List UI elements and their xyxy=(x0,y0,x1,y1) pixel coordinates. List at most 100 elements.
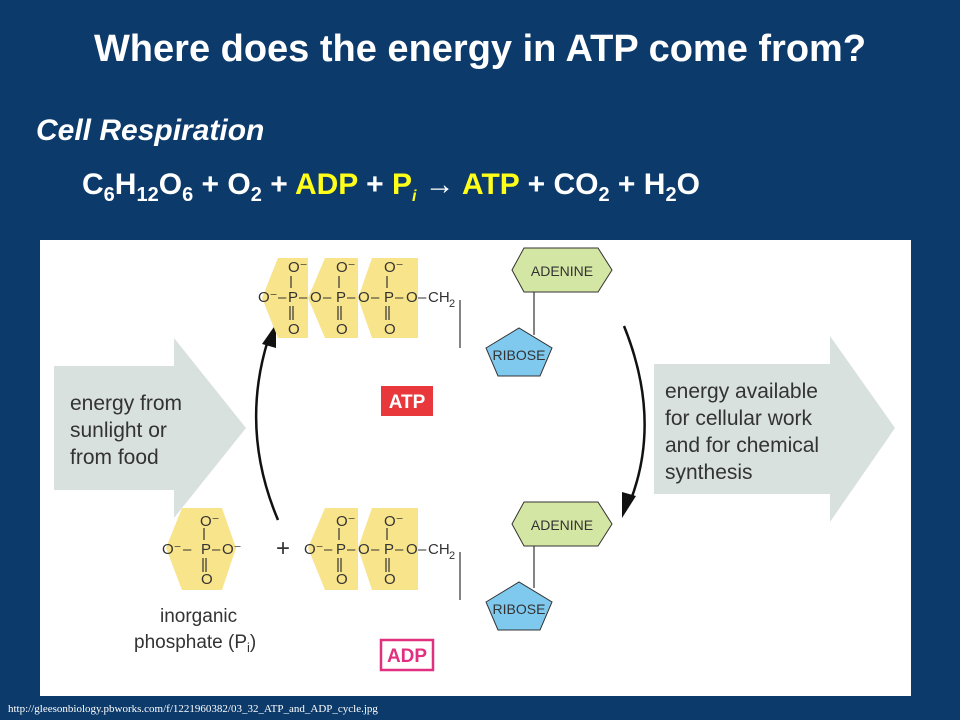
atp-bond-3: – xyxy=(323,289,332,306)
atp-o-bridge-1: O xyxy=(310,289,322,306)
atp-ribose-label: RIBOSE xyxy=(493,347,546,363)
atp-o-top-3: O⁻ xyxy=(384,259,404,276)
energy-input-line-2: sunlight or xyxy=(70,419,167,442)
adp-bond-4: – xyxy=(395,541,404,558)
inorganic-label-2: phosphate (Pi) xyxy=(134,632,256,655)
atp-phosphate-tile-3 xyxy=(358,258,418,338)
atp-badge xyxy=(381,386,433,416)
adp-p-1: P xyxy=(336,541,346,558)
adp-badge-label: ADP xyxy=(387,646,427,667)
atp-bond-1: – xyxy=(278,289,287,306)
eq-plus-2: + xyxy=(261,168,295,201)
eq-o: O xyxy=(158,168,183,201)
atp-ribose xyxy=(485,327,553,377)
slide-title: Where does the energy in ATP come from? xyxy=(93,28,867,70)
adp-ch2: CH xyxy=(428,541,450,558)
eq-plus-3: + xyxy=(357,168,392,201)
adp-o-left: O⁻ xyxy=(304,541,324,558)
atp-bond-4: – xyxy=(347,289,356,306)
atp-adenine xyxy=(511,247,613,293)
cycle-arrow-up xyxy=(254,339,280,521)
eq-plus-4: + xyxy=(519,168,554,201)
atp-o-top-1: O⁻ xyxy=(288,259,308,276)
atp-bond-7: – xyxy=(418,289,427,306)
adp-o-top-2: O⁻ xyxy=(384,513,404,530)
pi-o-top: O⁻ xyxy=(200,513,220,530)
adp-molecule: O⁻ O⁻ O⁻ – P – O – P – O – CH 2 O O xyxy=(304,501,613,631)
eq-plus-5: + xyxy=(609,168,644,201)
atp-badge-label: ATP xyxy=(389,392,426,413)
energy-output-line-1: energy available xyxy=(665,380,818,403)
eq-h-sub: 12 xyxy=(136,184,159,206)
energy-output-line-2: for cellular work xyxy=(665,407,813,430)
inorganic-label-1: inorganic xyxy=(160,606,237,627)
eq-adp: ADP xyxy=(294,168,358,201)
atp-o-top-2: O⁻ xyxy=(336,259,356,276)
atp-o-bottom-2: O xyxy=(336,321,348,338)
atp-p-2: P xyxy=(336,289,346,306)
atp-o-left: O⁻ xyxy=(258,289,278,306)
eq-o-sub: 6 xyxy=(182,184,194,206)
eq-co2-sub: 2 xyxy=(598,184,610,206)
cycle-arrow-down-head xyxy=(622,492,636,518)
slide-subtitle: Cell Respiration xyxy=(36,114,265,147)
atp-ch2: CH xyxy=(428,289,450,306)
adp-bond-1: – xyxy=(324,541,333,558)
adp-o-bottom-1: O xyxy=(336,571,348,588)
adp-badge xyxy=(379,638,435,672)
adp-phosphate-tile-1 xyxy=(308,508,358,590)
inorganic-label-sub: i xyxy=(247,640,250,655)
energy-output-line-4: synthesis xyxy=(665,461,753,484)
adp-o-top-1: O⁻ xyxy=(336,513,356,530)
eq-pi-sub: i xyxy=(411,188,417,205)
pi-o-bottom: O xyxy=(201,571,213,588)
energy-input-line-1: energy from xyxy=(70,392,182,415)
atp-p-3: P xyxy=(384,289,394,306)
atp-bond-5: – xyxy=(371,289,380,306)
energy-output-arrow xyxy=(654,336,895,522)
adp-o-bridge-1: O xyxy=(358,541,370,558)
adp-ch2-sub: 2 xyxy=(449,550,455,562)
atp-p-1: P xyxy=(288,289,298,306)
eq-arrow: → xyxy=(424,168,455,201)
atp-adenine-label: ADENINE xyxy=(531,263,593,279)
pi-o-right: O⁻ xyxy=(222,541,242,558)
cycle-arrow-up-head xyxy=(262,324,276,348)
adp-ribose xyxy=(485,581,553,631)
eq-h: H xyxy=(114,168,137,201)
adp-phosphate-tile-2 xyxy=(358,508,418,590)
atp-molecule: O⁻ O⁻ O⁻ O⁻ – P – O – P – O – P – O – CH… xyxy=(258,247,613,377)
atp-o-bottom-3: O xyxy=(384,321,396,338)
atp-bond-2: – xyxy=(299,289,308,306)
atp-ch2-sub: 2 xyxy=(449,298,455,310)
energy-output-line-3: and for chemical xyxy=(665,434,819,457)
cycle-arrow-down xyxy=(622,325,646,503)
adp-bond-5: – xyxy=(418,541,427,558)
atp-o-bridge-3: O xyxy=(406,289,418,306)
eq-o2-sub: 2 xyxy=(250,184,262,206)
eq-co2: CO xyxy=(553,168,599,201)
eq-h2o-h: H xyxy=(643,168,666,201)
adp-ribose-label: RIBOSE xyxy=(493,601,546,617)
inorganic-phosphate: O⁻ O⁻ – P – O⁻ O inorganic phosphate (Pi… xyxy=(134,508,256,655)
adp-p-2: P xyxy=(384,541,394,558)
source-url[interactable]: http://gleesonbiology.pbworks.com/f/1221… xyxy=(8,703,378,715)
pi-bond-1: – xyxy=(183,541,192,558)
pi-p: P xyxy=(201,541,211,558)
eq-h2o-sub: 2 xyxy=(665,184,677,206)
adp-bond-3: – xyxy=(371,541,380,558)
inorganic-label-2-text: phosphate (P xyxy=(134,632,247,653)
adp-bond-2: – xyxy=(347,541,356,558)
atp-bond-6: – xyxy=(395,289,404,306)
energy-input-arrow xyxy=(54,338,246,518)
eq-atp: ATP xyxy=(462,168,520,201)
adp-adenine-label: ADENINE xyxy=(531,517,593,533)
energy-input-line-3: from food xyxy=(70,446,159,469)
atp-phosphate-tile-1 xyxy=(262,258,308,338)
adp-o-bridge-2: O xyxy=(406,541,418,558)
inorganic-label-close: ) xyxy=(250,632,256,653)
eq-pi: P xyxy=(391,168,412,201)
eq-c-sub: 6 xyxy=(103,184,115,206)
adp-adenine xyxy=(511,501,613,547)
eq-o2: O xyxy=(227,168,251,201)
